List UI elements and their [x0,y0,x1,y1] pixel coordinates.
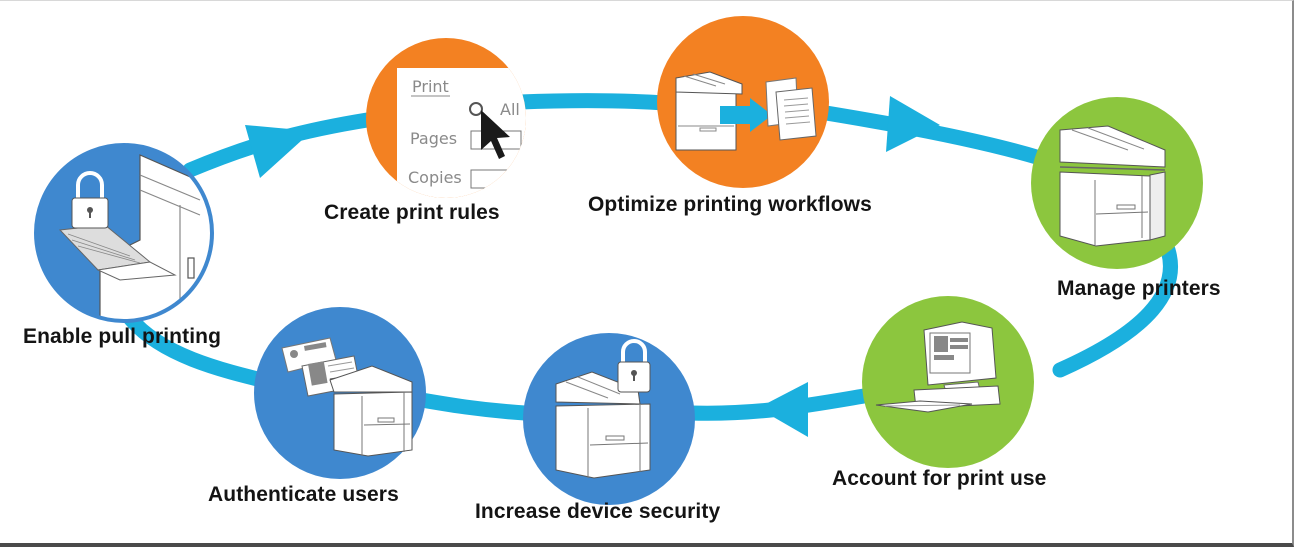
step-enable-pull-printing-node [34,143,214,323]
flow-segment-3-4 [812,104,1048,166]
step-label-authenticate-users: Authenticate users [208,483,399,506]
flow-arrow-2 [886,96,940,152]
dialog-option-all: All [500,100,520,119]
step-authenticate-users-node [254,307,426,479]
flow-arrow-3 [758,382,808,437]
printer-lock-icon [555,339,651,479]
step-label-manage-printers: Manage printers [1057,277,1221,300]
printer-lock-icon [58,154,212,321]
printer-icon [1059,125,1166,247]
computer-icon [875,321,1001,413]
printer-to-documents-icon [675,71,817,151]
dialog-field-copies: Copies [408,168,462,187]
print-dialog-icon: Print All Pages Copies [397,68,526,198]
flow-arrow-1 [245,125,312,178]
step-increase-device-security-node [523,333,695,505]
step-label-enable-pull-printing: Enable pull printing [23,325,221,348]
step-label-optimize-printing-workflows: Optimize printing workflows [588,193,872,216]
id-card-printer-icon [281,337,413,457]
flow-segment-2-3 [512,93,673,111]
step-create-print-rules-node: Print All Pages Copies [366,38,526,198]
step-label-account-for-print-use: Account for print use [832,467,1047,490]
mouse-cursor-icon [481,110,510,159]
step-manage-printers-node [1031,97,1203,269]
step-optimize-printing-workflows-node [657,16,829,188]
flow-segment-6-7 [402,390,533,421]
flow-segment-7-1 [122,310,278,390]
dialog-title-print: Print [412,77,449,96]
flow-segment-4-5 [1052,242,1179,378]
step-label-create-print-rules: Create print rules [324,201,500,224]
step-label-increase-device-security: Increase device security [475,500,721,523]
dialog-field-pages: Pages [410,129,457,148]
step-account-for-print-use-node [862,296,1034,468]
